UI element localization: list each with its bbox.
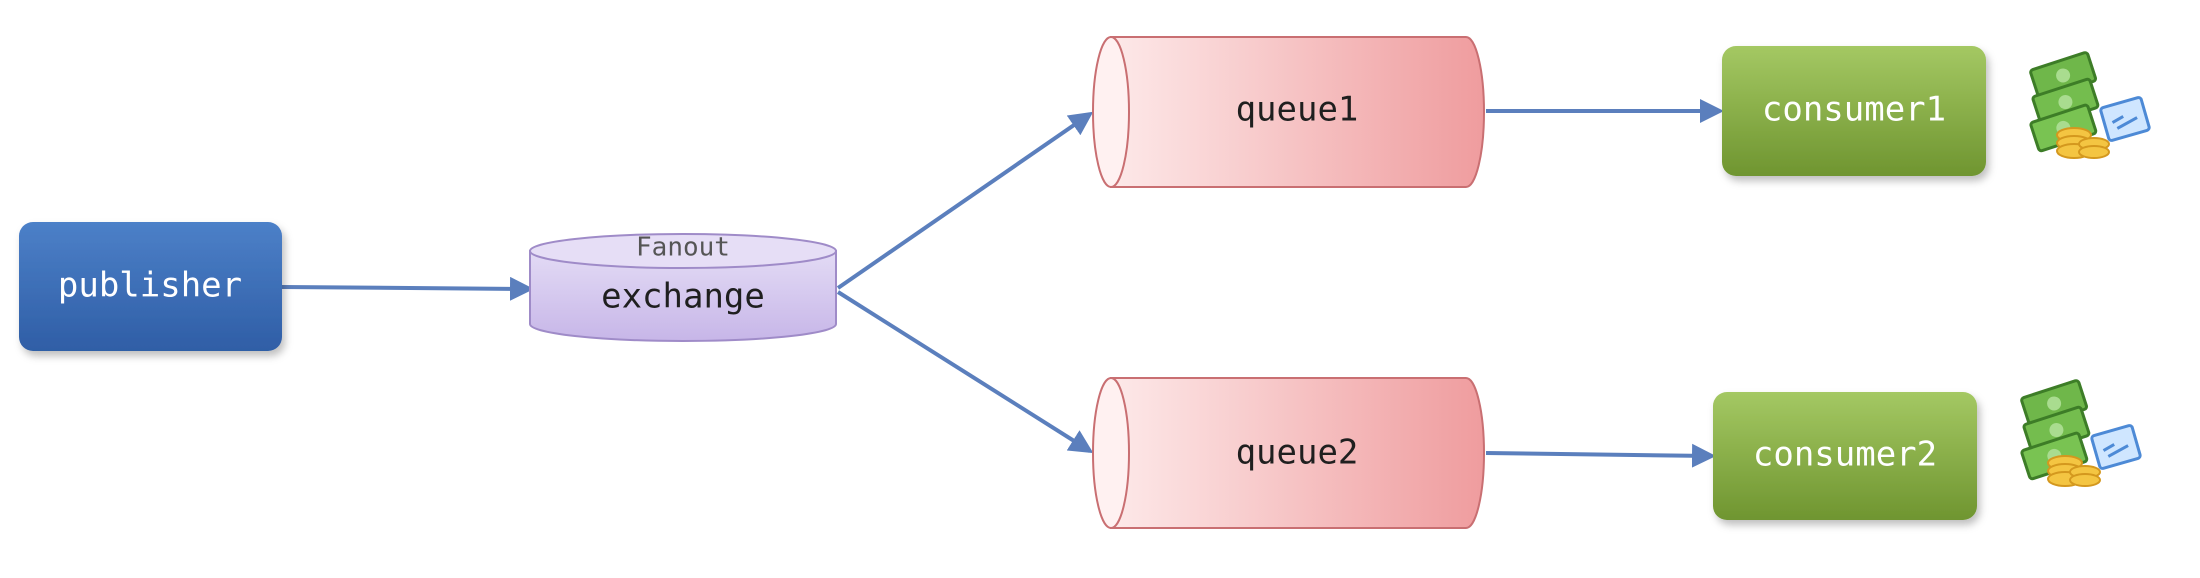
exchange-cylinder-body [529,250,837,342]
queue2-to-consumer2-arrow [1485,443,1716,468]
publisher-box [19,222,282,351]
queue1-cylinder-end [1092,36,1130,188]
exchange-type-label: Fanout [636,233,730,263]
publisher-label: publisher [58,266,242,306]
queue1-node: queue1 [1092,36,1485,188]
queue2-cylinder-end [1092,377,1130,529]
queue1-cylinder-body [1110,36,1485,188]
consumer1-box [1722,46,1986,176]
consumer1-label: consumer1 [1762,90,1946,130]
exchange-node: Fanout exchange [529,233,837,342]
queue2-cylinder-body [1110,377,1485,529]
queue2-node: queue2 [1092,377,1485,529]
consumer2-label: consumer2 [1753,435,1937,475]
publisher-to-exchange-arrow [281,276,534,301]
consumer1-node: consumer1 [1722,46,1986,176]
exchange-cylinder-top [529,233,837,269]
publisher-node: publisher [19,222,282,351]
money-stack-icon [2029,51,2151,159]
exchange-to-queue1-arrow [836,111,1094,290]
queue2-label: queue2 [1236,433,1359,473]
consumer2-box [1713,392,1977,520]
queue1-label: queue1 [1236,90,1359,130]
exchange-to-queue2-arrow [836,290,1094,454]
exchange-label: exchange [601,277,765,317]
connection-arrows [281,99,1724,468]
money-stack-icon [2020,379,2142,487]
consumer2-node: consumer2 [1713,392,1977,520]
